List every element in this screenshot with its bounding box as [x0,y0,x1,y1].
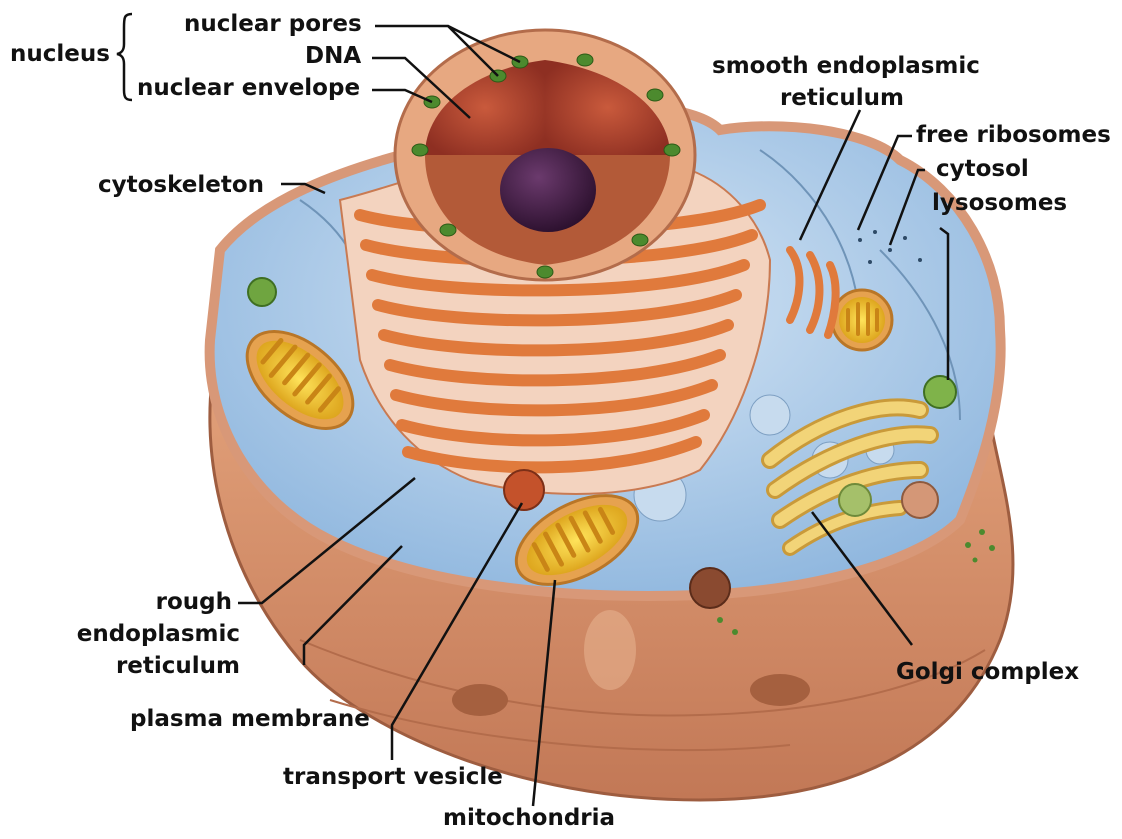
label-plasma-membrane: plasma membrane [130,705,370,733]
label-cytoskeleton: cytoskeleton [98,171,264,199]
nucleus-structure [395,30,695,280]
label-golgi-complex: Golgi complex [896,658,1079,686]
label-lysosomes: lysosomes [932,189,1067,217]
nuclear-pore [412,144,428,156]
label-cytosol: cytosol [936,155,1029,183]
label-nuclear-envelope: nuclear envelope [137,74,360,102]
label-rough-er-line1: rough [60,588,232,616]
label-rough-er-line3: reticulum [60,652,240,680]
nuclear-pore [664,144,680,156]
nuclear-pore [647,89,663,101]
nuclear-pore [632,234,648,246]
label-free-ribosomes: free ribosomes [916,121,1111,149]
nuclear-pore [577,54,593,66]
nuclear-pore [440,224,456,236]
label-transport-vesicle: transport vesicle [283,763,503,791]
label-nuclear-pores: nuclear pores [184,10,362,38]
label-smooth-er-line1: smooth endoplasmic [712,52,972,80]
label-rough-er-line2: endoplasmic [60,620,240,648]
label-nucleus: nucleus [10,40,110,68]
nucleus-brace [117,14,132,100]
label-smooth-er-line2: reticulum [712,84,972,112]
nuclear-pore [537,266,553,278]
label-mitochondria: mitochondria [443,804,615,832]
label-dna: DNA [305,42,361,70]
